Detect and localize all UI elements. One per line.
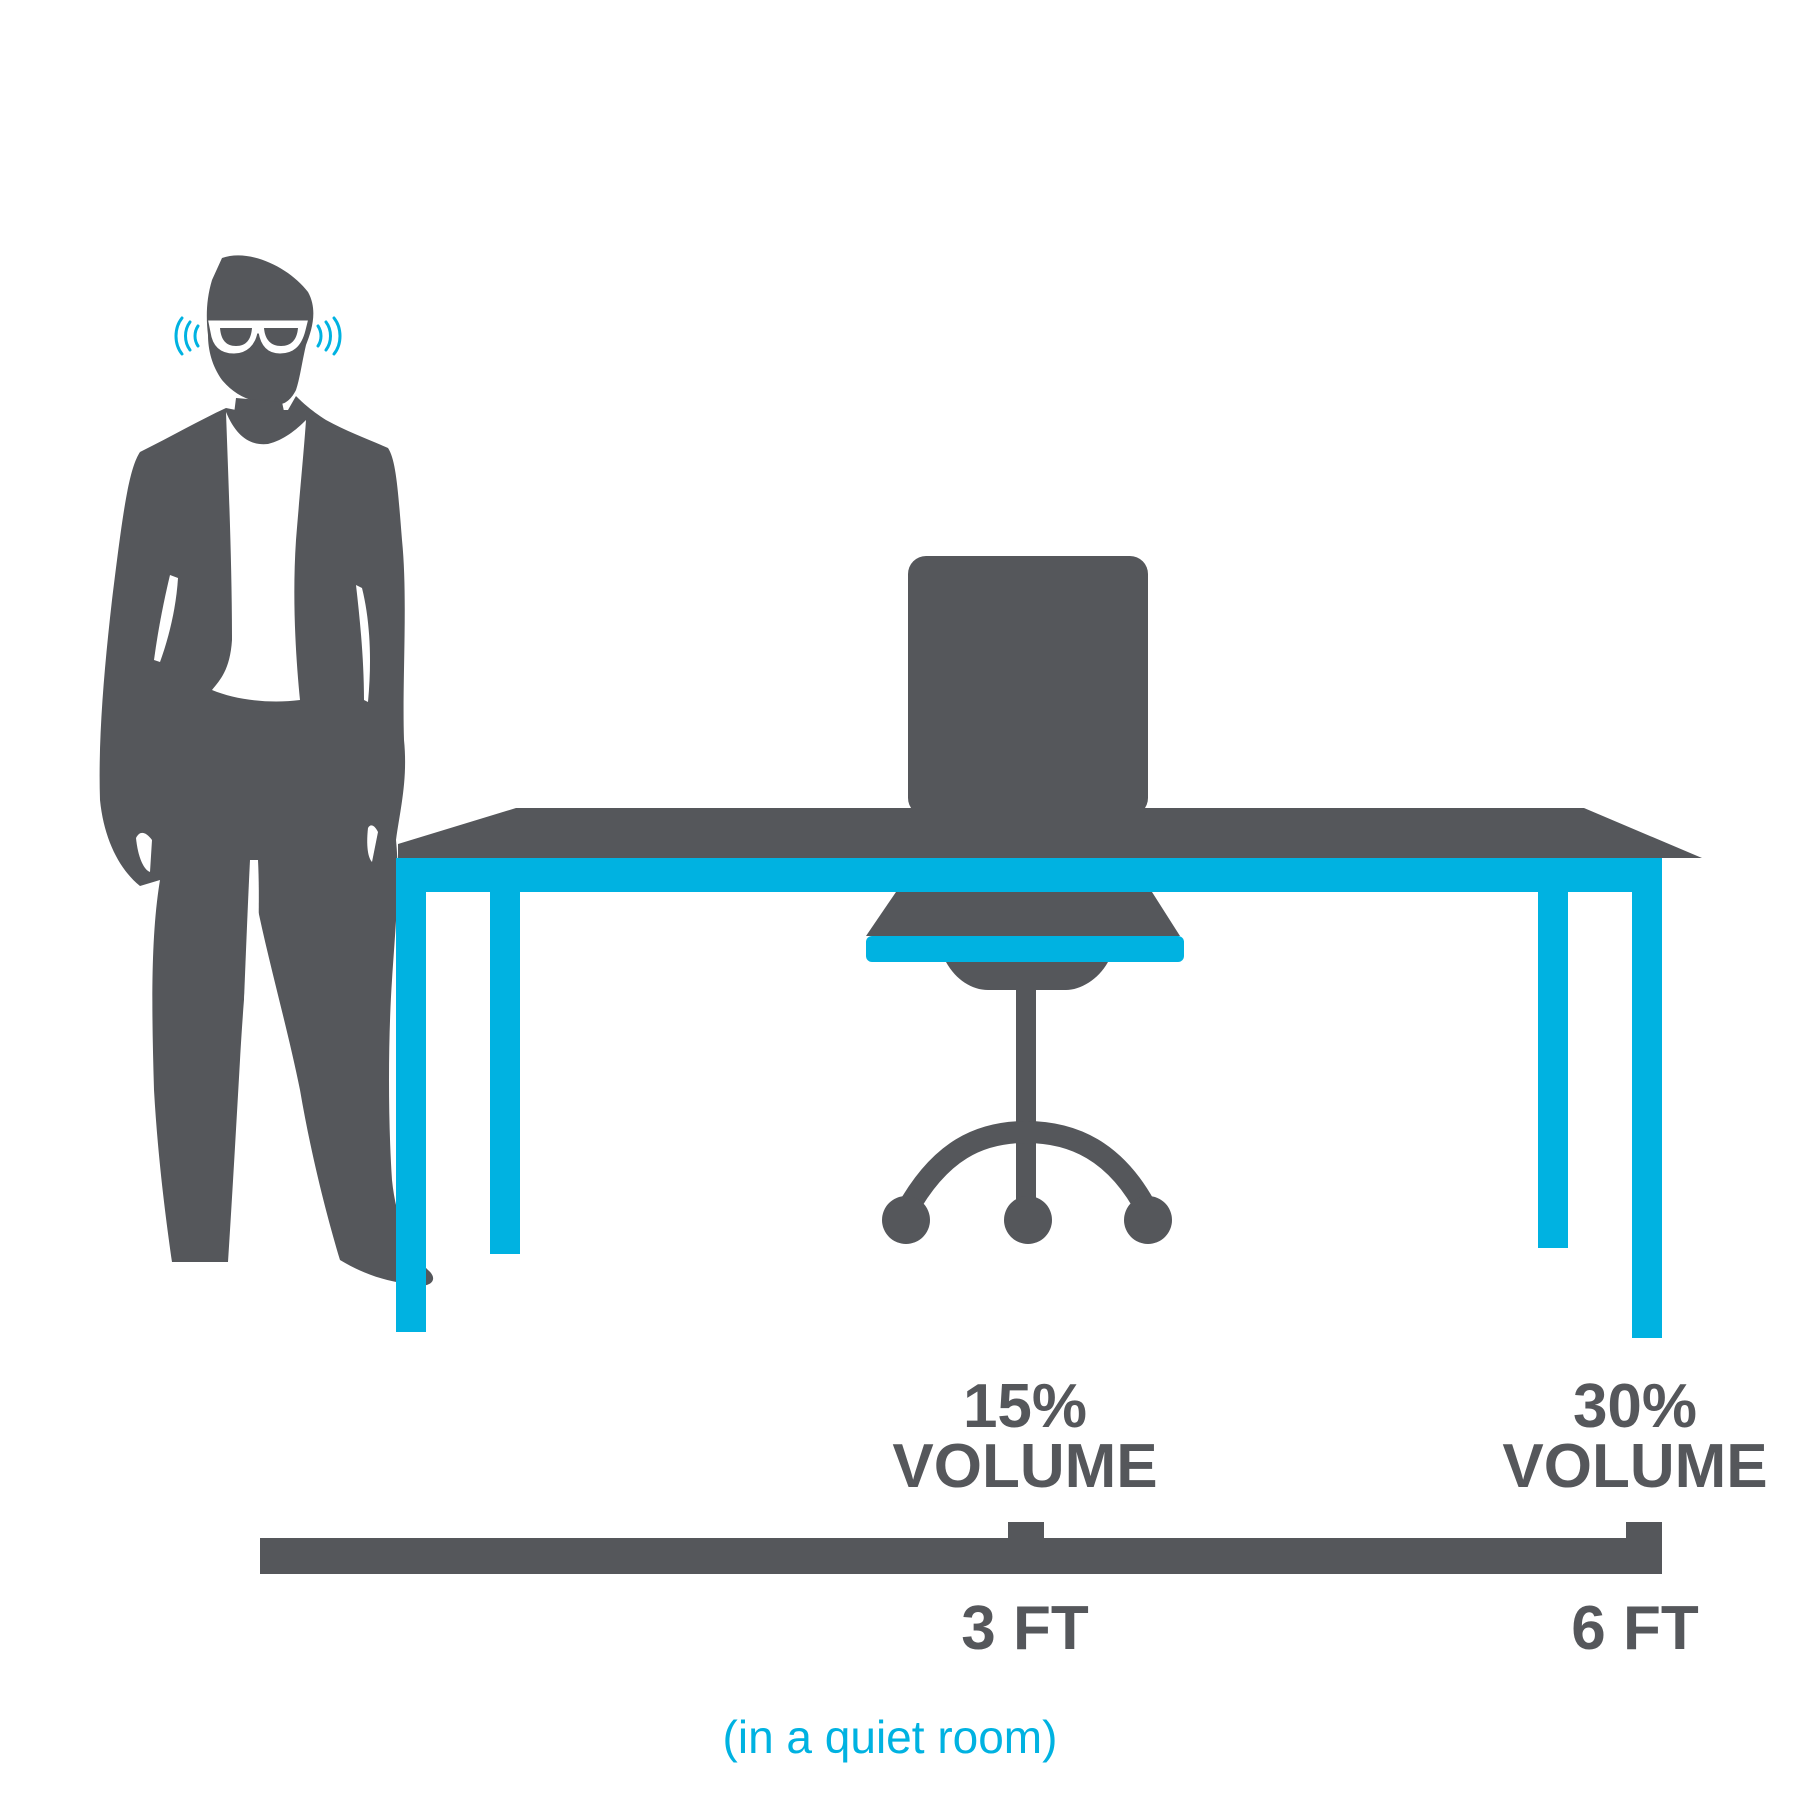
marker-3ft-percent: 15% <box>962 1372 1088 1441</box>
person-body <box>99 396 434 1286</box>
marker-6ft-percent: 30% <box>1572 1372 1698 1441</box>
sound-wave-icon <box>174 316 200 356</box>
marker-6ft-distance: 6 FT <box>1571 1594 1699 1663</box>
marker-3ft-volume: VOLUME <box>892 1432 1158 1501</box>
marker-3ft-distance: 3 FT <box>961 1594 1089 1663</box>
distance-scale <box>260 1522 1662 1574</box>
sound-wave-icon <box>316 316 342 356</box>
sunglasses-icon <box>208 320 308 354</box>
desk-top <box>398 808 1702 858</box>
marker-6ft-volume: VOLUME <box>1502 1432 1768 1501</box>
desk-frame <box>396 858 1662 1338</box>
chair-back <box>908 556 1148 816</box>
person-silhouette <box>99 255 434 1286</box>
chair <box>866 892 1184 1244</box>
person-shirt <box>212 412 306 702</box>
footnote: (in a quiet room) <box>722 1711 1058 1763</box>
